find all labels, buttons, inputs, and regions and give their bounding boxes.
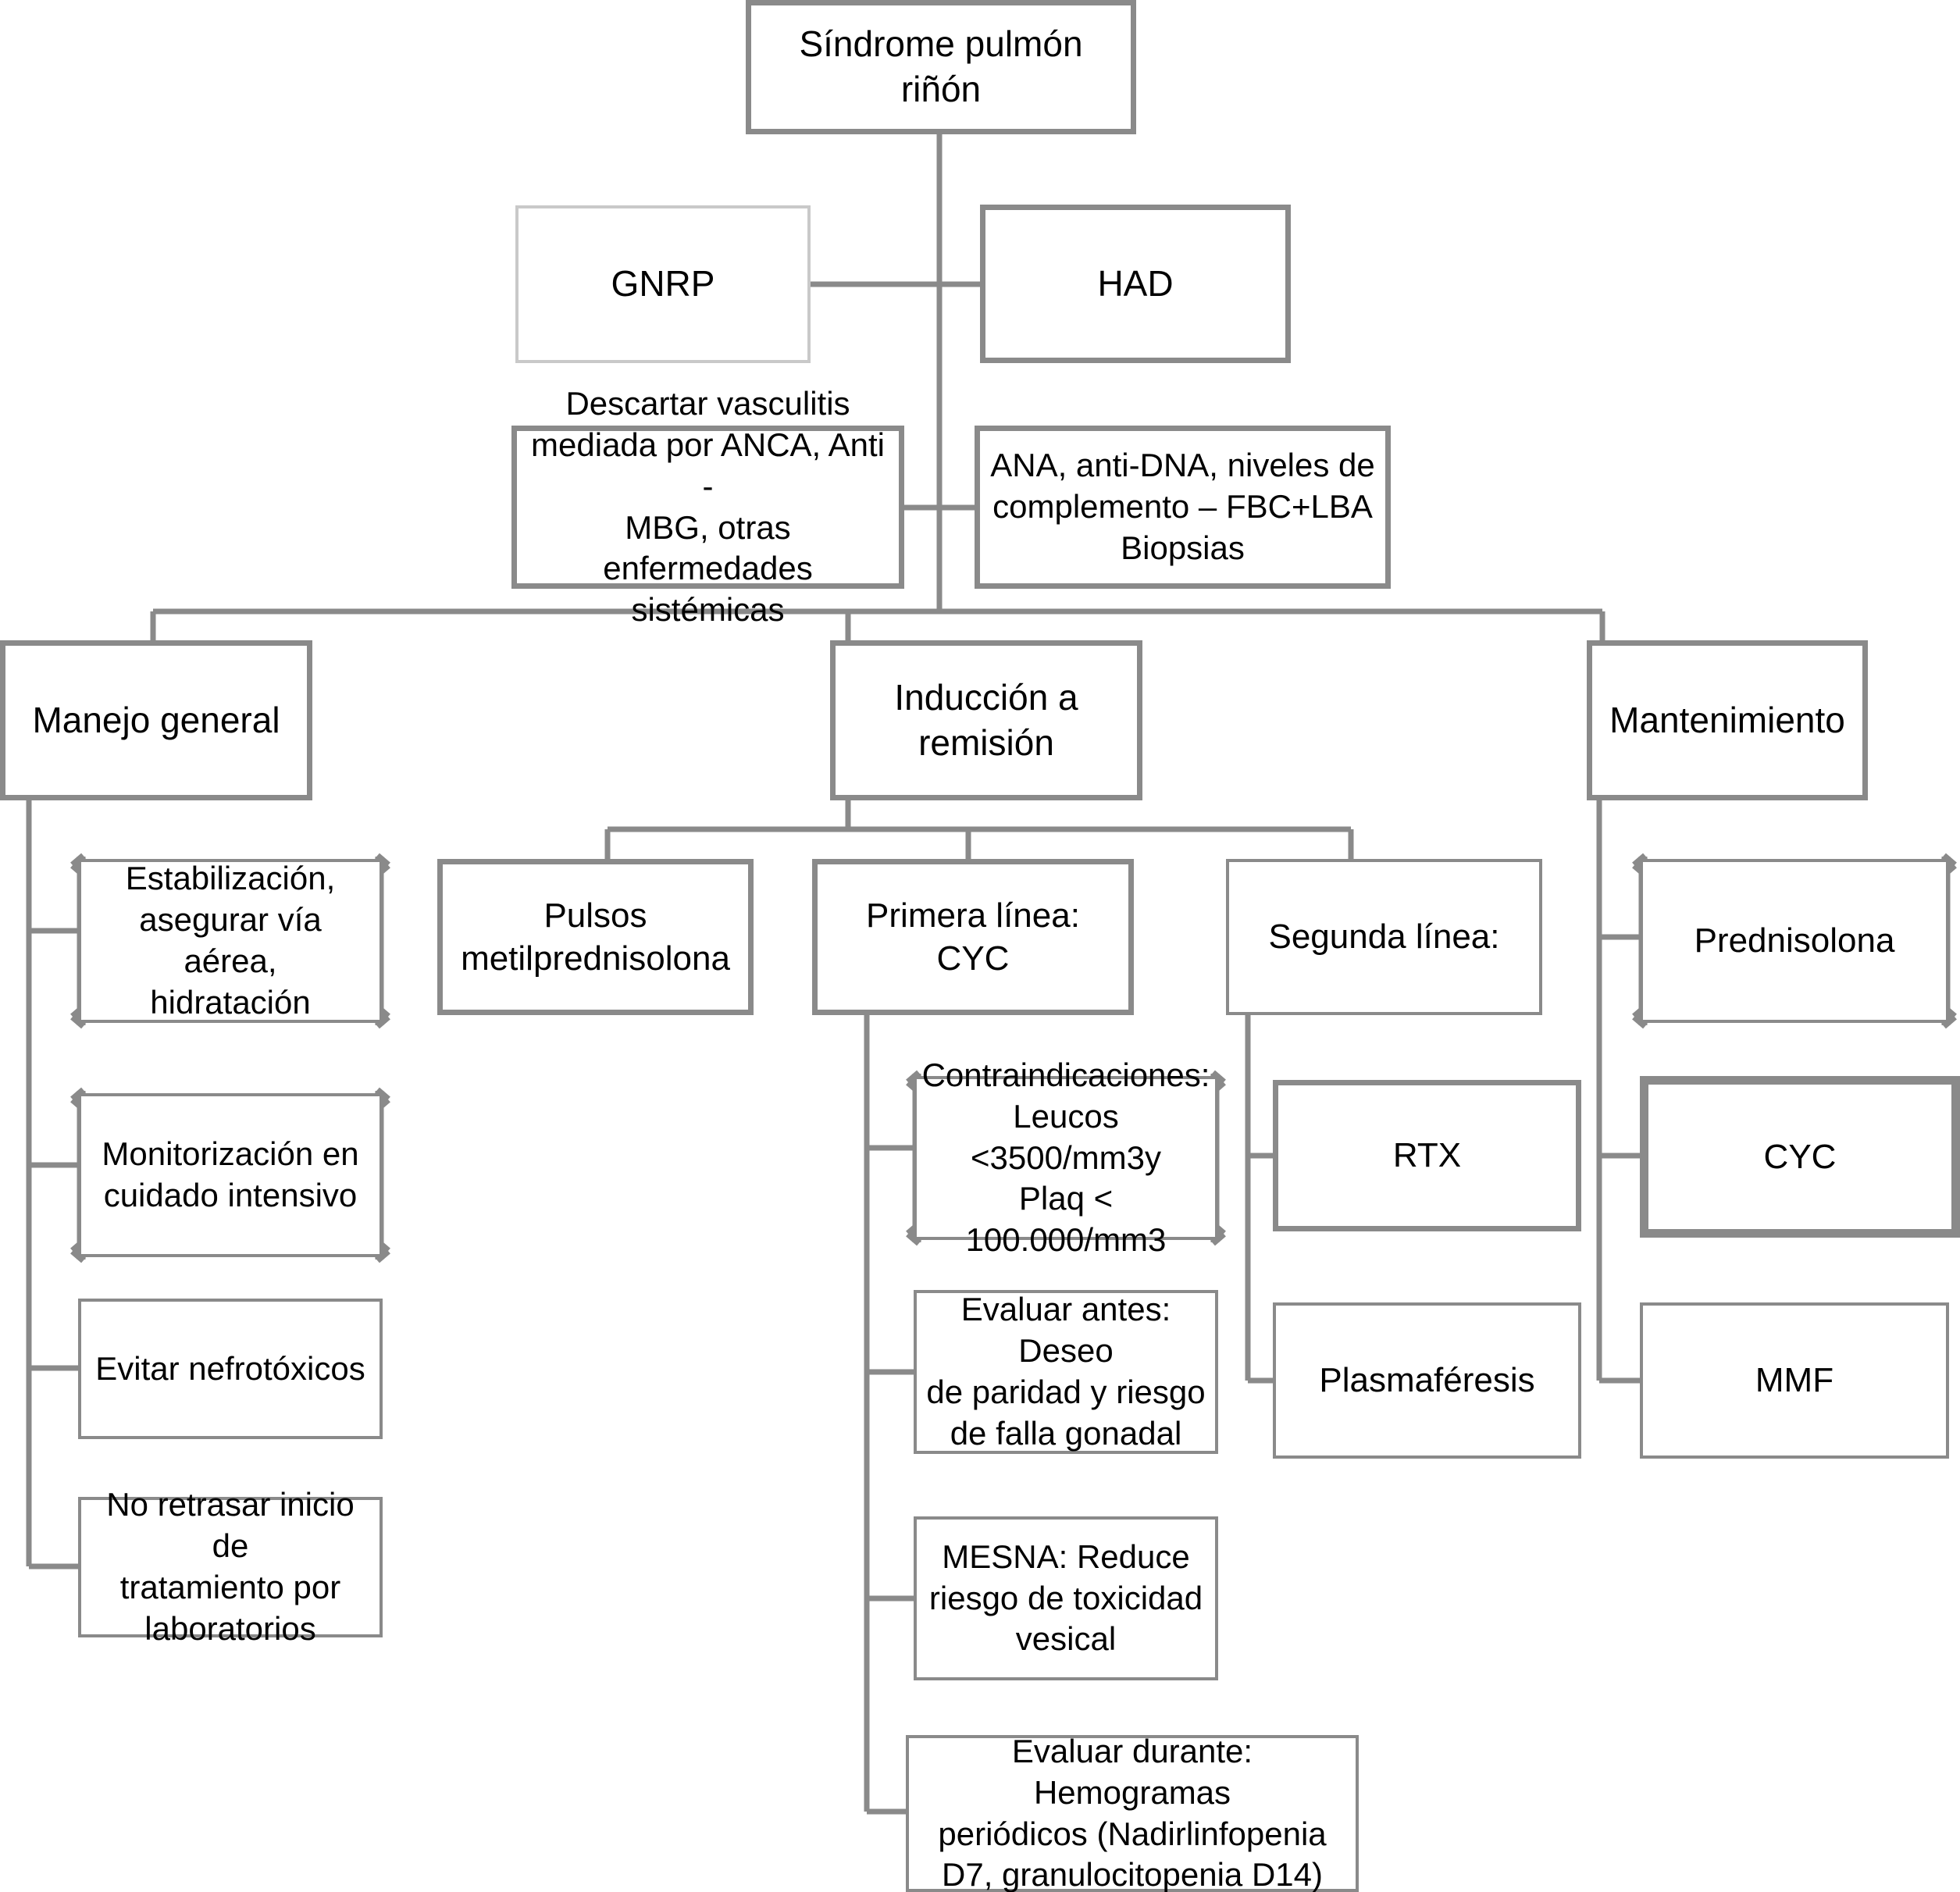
node-label: Evaluar antes: Deseo de paridad y riesgo…: [926, 1291, 1206, 1452]
node-label: GNRP: [611, 263, 715, 305]
node-monitorizacion[interactable]: Monitorización en cuidado intensivo: [78, 1093, 383, 1257]
node-plasmaferesis[interactable]: Plasmaféresis: [1273, 1302, 1581, 1459]
node-label: Evaluar durante: Hemogramas periódicos (…: [938, 1732, 1327, 1892]
node-no-retrasar-tratamiento[interactable]: No retrasar inicio de tratamiento por la…: [78, 1486, 383, 1647]
node-descartar-vasculitis[interactable]: Descartar vasculitis mediada por ANCA, A…: [511, 385, 904, 628]
node-evitar-nefrotoxicos[interactable]: Evitar nefrotóxicos: [78, 1299, 383, 1439]
node-label: Síndrome pulmón riñón: [799, 23, 1083, 109]
node-label: No retrasar inicio de tratamiento por la…: [106, 1486, 355, 1647]
node-primera-linea-cyc[interactable]: Primera línea: CYC: [812, 859, 1134, 1015]
node-had[interactable]: HAD: [980, 205, 1291, 363]
node-label: MESNA: Reduce riesgo de toxicidad vesica…: [928, 1537, 1203, 1658]
node-label: Contraindicaciones: Leucos <3500/mm3y Pl…: [921, 1056, 1210, 1259]
node-label: Descartar vasculitis mediada por ANCA, A…: [531, 384, 885, 629]
node-mesna[interactable]: MESNA: Reduce riesgo de toxicidad vesica…: [914, 1516, 1218, 1680]
node-sindrome-pulmon-rinon[interactable]: Síndrome pulmón riñón: [746, 0, 1136, 134]
node-label: Monitorización en cuidado intensivo: [102, 1135, 359, 1213]
node-evaluar-durante[interactable]: Evaluar durante: Hemogramas periódicos (…: [906, 1733, 1359, 1892]
node-label: Evitar nefrotóxicos: [95, 1349, 365, 1387]
node-ana-anti-dna[interactable]: ANA, anti-DNA, niveles de complemento – …: [975, 426, 1391, 589]
node-evaluar-antes[interactable]: Evaluar antes: Deseo de paridad y riesgo…: [914, 1290, 1218, 1454]
node-label: RTX: [1392, 1136, 1462, 1175]
node-mmf[interactable]: MMF: [1640, 1302, 1949, 1459]
node-label: Mantenimiento: [1609, 699, 1845, 740]
node-label: Pulsos metilprednisolona: [461, 896, 730, 978]
node-contraindicaciones[interactable]: Contraindicaciones: Leucos <3500/mm3y Pl…: [914, 1056, 1218, 1258]
node-label: MMF: [1755, 1361, 1834, 1400]
node-rtx[interactable]: RTX: [1273, 1080, 1581, 1231]
node-label: Segunda línea:: [1268, 917, 1500, 957]
node-label: Plasmaféresis: [1319, 1361, 1535, 1400]
node-label: Inducción a remisión: [894, 676, 1078, 763]
node-prednisolona[interactable]: Prednisolona: [1640, 859, 1949, 1023]
node-label: Prednisolona: [1694, 921, 1895, 960]
node-pulsos-metilprednisolona[interactable]: Pulsos metilprednisolona: [437, 859, 754, 1015]
node-label: Primera línea: CYC: [866, 896, 1080, 978]
node-cyc[interactable]: CYC: [1640, 1076, 1960, 1238]
node-label: Manejo general: [32, 699, 280, 740]
node-segunda-linea[interactable]: Segunda línea:: [1226, 859, 1542, 1015]
node-induccion-a-remision[interactable]: Inducción a remisión: [830, 640, 1142, 800]
node-label: ANA, anti-DNA, niveles de complemento – …: [990, 447, 1375, 566]
node-label: CYC: [1763, 1137, 1837, 1176]
node-manejo-general[interactable]: Manejo general: [0, 640, 312, 800]
node-label: HAD: [1097, 262, 1174, 304]
node-estabilizacion[interactable]: Estabilización, asegurar vía aérea, hidr…: [78, 859, 383, 1023]
node-mantenimiento[interactable]: Mantenimiento: [1587, 640, 1868, 800]
node-gnrp[interactable]: GNRP: [515, 205, 811, 363]
node-label: Estabilización, asegurar vía aérea, hidr…: [125, 860, 336, 1021]
